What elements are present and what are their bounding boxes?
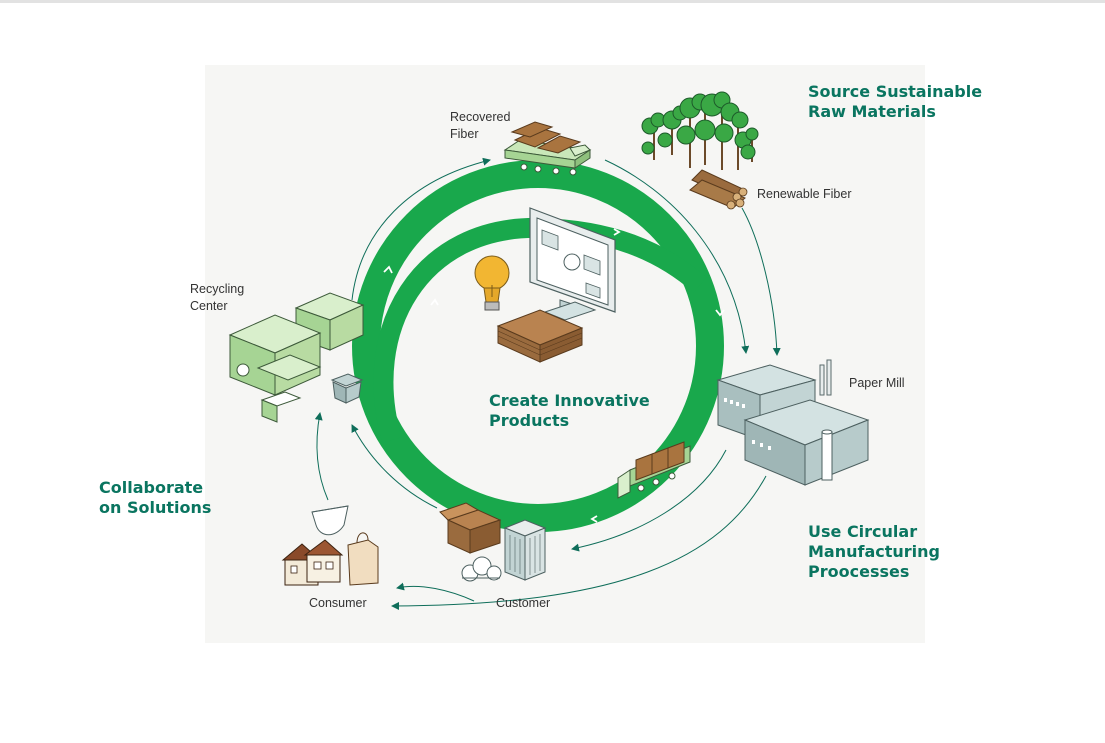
label-line: Recovered	[450, 110, 511, 124]
heading-line: Raw Materials	[808, 102, 936, 121]
lightbulb-icon	[474, 255, 510, 311]
outer-ring	[352, 160, 724, 532]
recovered-fiber-truck-icon	[503, 121, 592, 176]
computer-monitor-icon	[529, 207, 616, 321]
house-icon	[281, 539, 344, 586]
paper-mill-icon	[716, 359, 870, 486]
log-pile-icon	[689, 169, 748, 210]
heading-line: Create Innovative	[489, 391, 650, 410]
heading-circular-manufacturing: Use Circular Manufacturing Proocesses	[808, 522, 940, 582]
diaper-icon	[311, 505, 349, 536]
label-line: Center	[190, 299, 228, 313]
office-building-icon	[503, 519, 547, 581]
recycling-center-icon	[228, 292, 365, 423]
label-consumer: Consumer	[309, 596, 367, 610]
heading-collaborate: Collaborate on Solutions	[99, 478, 211, 518]
heading-line: on Solutions	[99, 498, 212, 517]
heading-create-innovative: Create Innovative Products	[489, 391, 650, 431]
label-customer: Customer	[496, 596, 551, 610]
flow-arrows	[314, 157, 781, 610]
cardboard-stack-icon	[496, 309, 584, 363]
trees-icon	[641, 91, 759, 170]
inner-loop	[373, 217, 707, 443]
recycling-bin-icon	[330, 373, 364, 404]
cloud-icon	[461, 556, 502, 582]
heading-line: Collaborate	[99, 478, 204, 497]
heading-line: Proocesses	[808, 562, 910, 581]
label-renewable-fiber: Renewable Fiber	[757, 187, 852, 201]
ring-chevrons	[383, 228, 725, 523]
heading-line: Products	[489, 411, 570, 430]
label-line: Fiber	[450, 127, 479, 141]
heading-line: Use Circular	[808, 522, 918, 541]
heading-line: Source Sustainable	[808, 82, 983, 101]
top-border	[0, 0, 1105, 3]
label-recovered-fiber: Recovered Fiber	[450, 109, 510, 143]
cardboard-box-icon	[439, 502, 502, 554]
heading-source-sustainable: Source Sustainable Raw Materials	[808, 82, 982, 122]
label-line: Recycling	[190, 282, 245, 296]
label-recycling-center: Recycling Center	[190, 281, 244, 315]
label-paper-mill: Paper Mill	[849, 376, 905, 390]
cardboard-truck-icon	[617, 441, 691, 499]
shopping-bag-icon	[347, 532, 379, 586]
heading-line: Manufacturing	[808, 542, 940, 561]
